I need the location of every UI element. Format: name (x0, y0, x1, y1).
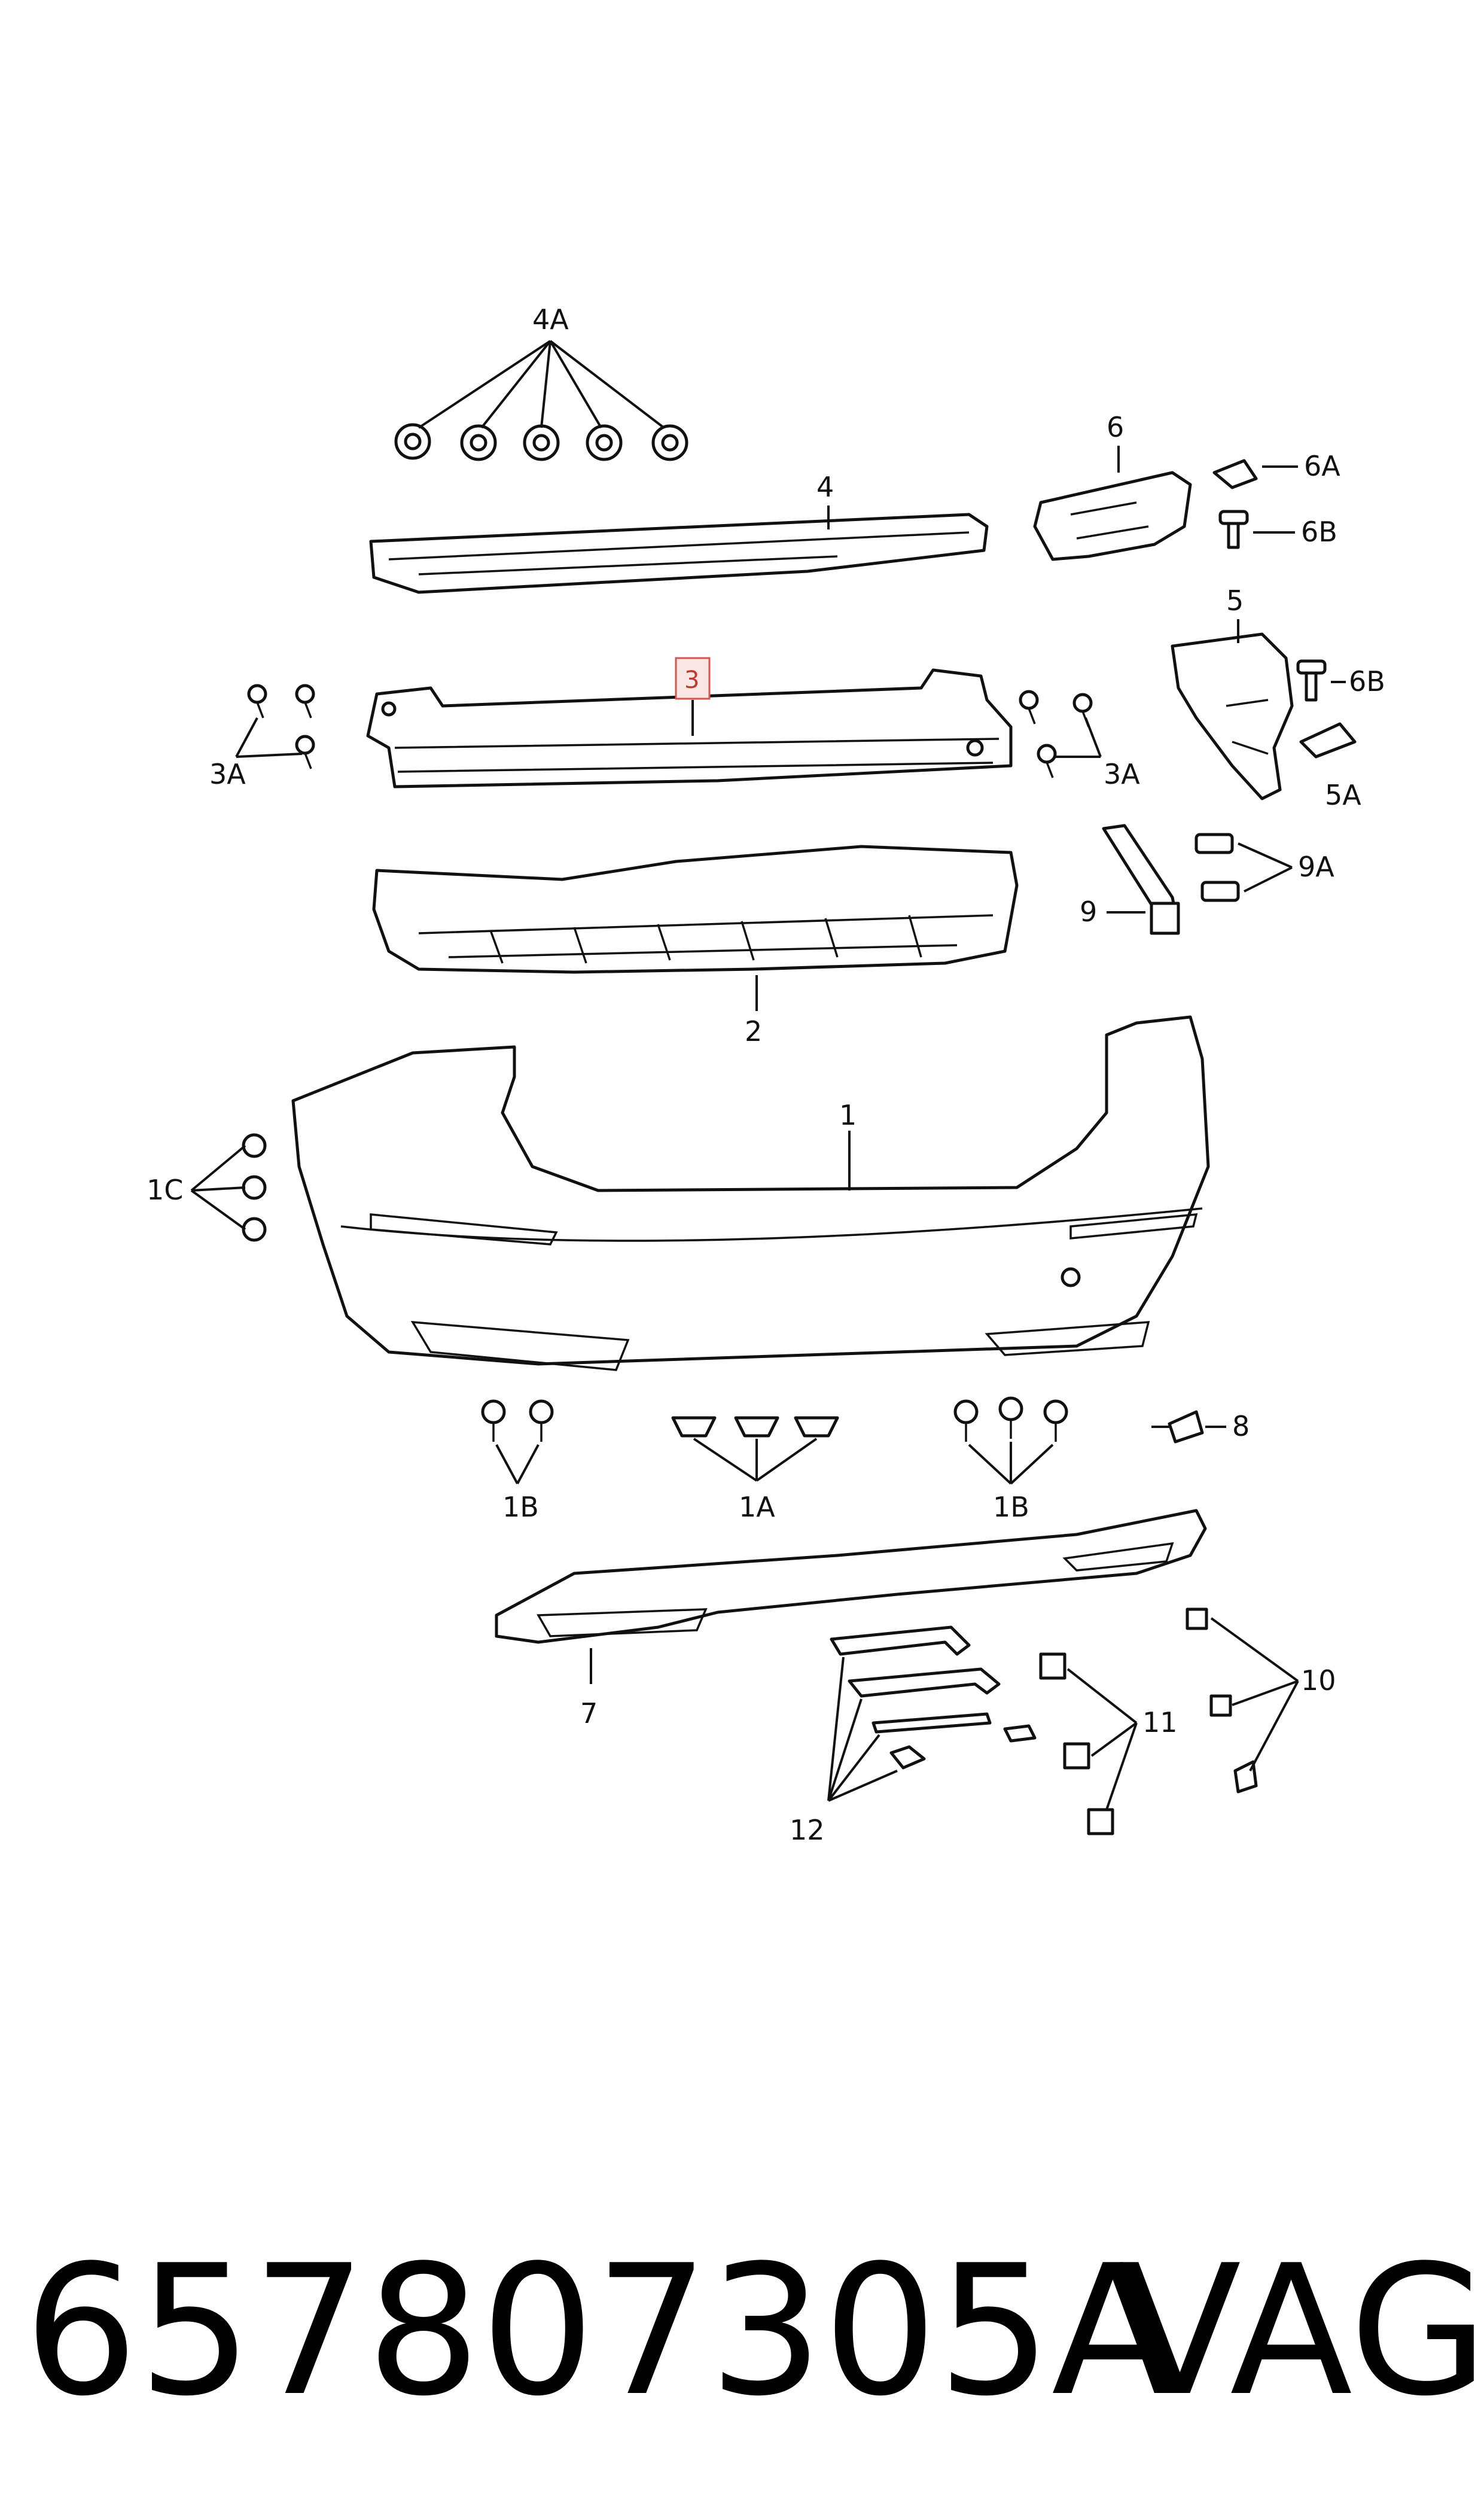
clip-6a: 6A (1212, 450, 1340, 489)
label-6a: 6A (1304, 450, 1340, 482)
part-6-bracket: 6 (1033, 411, 1192, 561)
label-8: 8 (1232, 1410, 1250, 1442)
label-4: 4 (816, 471, 834, 503)
label-5: 5 (1226, 584, 1244, 617)
trims-12: 12 (790, 1625, 1037, 1846)
label-11: 11 (1142, 1706, 1178, 1738)
label-6b-upper: 6B (1301, 516, 1337, 548)
label-9a: 9A (1298, 851, 1334, 883)
nuts-4a-group: 4A (394, 303, 688, 461)
label-1b-right: 1B (993, 1491, 1029, 1523)
part-8-cap: 8 (1151, 1410, 1250, 1444)
bolts-3a-right: 3A (1019, 690, 1140, 790)
screws-1b-left: 1B (481, 1399, 554, 1523)
screws-1b-right: 1B (953, 1396, 1068, 1523)
label-6b-lower: 6B (1349, 665, 1385, 698)
clip-5a: 5A (1299, 722, 1361, 811)
part-9-bracket: 9 (1080, 824, 1180, 935)
label-1c: 1C (147, 1174, 183, 1206)
label-7: 7 (580, 1697, 598, 1730)
label-3a-left: 3A (209, 758, 246, 790)
label-9: 9 (1080, 896, 1097, 928)
part-4-rail: 4 (369, 471, 989, 594)
label-3a-right: 3A (1104, 758, 1140, 790)
label-3: 3 (684, 666, 699, 694)
nuts-1a: 1A (671, 1416, 839, 1523)
part-number: 657807305A (24, 2227, 1175, 2435)
label-1: 1 (839, 1099, 857, 1131)
label-2: 2 (745, 1015, 762, 1048)
part-5-side-bracket: 5 (1171, 584, 1294, 800)
label-5a: 5A (1325, 779, 1361, 811)
part-7-diffuser: 7 (495, 1509, 1207, 1730)
pads-11: 11 (1039, 1652, 1178, 1835)
screws-9a: 9A (1194, 833, 1334, 902)
label-1a: 1A (739, 1491, 775, 1523)
highlight-box-3 (675, 657, 711, 700)
label-6: 6 (1107, 411, 1124, 443)
screw-6b-lower: 6B (1296, 659, 1385, 702)
screw-6b-upper: 6B (1218, 510, 1337, 549)
clips-10: 10 (1186, 1607, 1336, 1794)
part-2-absorber: 2 (372, 845, 1019, 1048)
label-1b-left: 1B (502, 1491, 539, 1523)
bolts-3a-left: 3A (209, 684, 315, 790)
part-3-reinforcement-bar: 3 (366, 657, 1013, 788)
brand-label: VAG (1119, 2227, 1484, 2435)
label-4a: 4A (532, 303, 569, 336)
label-10: 10 (1301, 1664, 1336, 1697)
part-1-bumper-cover: 1 (291, 1015, 1210, 1371)
label-12: 12 (790, 1814, 825, 1846)
screws-1c: 1C (147, 1133, 267, 1242)
